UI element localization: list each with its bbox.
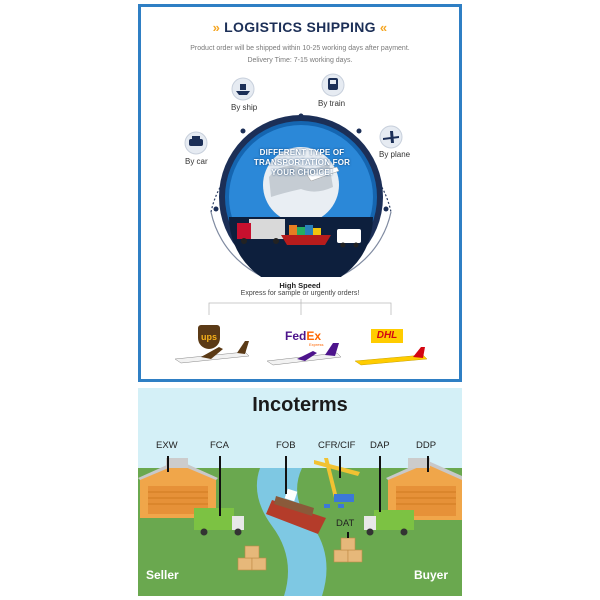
ups-plane-icon bbox=[174, 341, 250, 364]
transport-label-train: By train bbox=[318, 99, 346, 108]
term-cfr-cif: CFR/CIF bbox=[318, 440, 356, 451]
transport-hub-graphic bbox=[184, 73, 403, 277]
chevron-left-icon: « bbox=[379, 20, 388, 35]
seller-label: Seller bbox=[146, 568, 179, 582]
cargo-ship-icon bbox=[266, 488, 326, 534]
logistics-shipping-panel: »LOGISTICS SHIPPING« Product order will … bbox=[138, 4, 462, 382]
dhl-plane-icon bbox=[354, 347, 428, 366]
buyer-truck-icon bbox=[364, 510, 414, 536]
fedex-logo: FedEx bbox=[285, 329, 321, 343]
seller-truck-icon bbox=[194, 508, 244, 536]
term-fca: FCA bbox=[210, 440, 229, 451]
hub-caption: DIFFERENT TYPE OF TRANSPORTATION FOR YOU… bbox=[227, 148, 377, 178]
transport-label-plane: By plane bbox=[379, 150, 411, 159]
port-crane-icon bbox=[314, 458, 360, 508]
logistics-title: »LOGISTICS SHIPPING« bbox=[141, 19, 459, 35]
term-fob: FOB bbox=[276, 440, 296, 451]
buyer-warehouse-icon bbox=[386, 458, 462, 520]
car-icon bbox=[184, 131, 208, 155]
transport-label-ship: By ship bbox=[231, 103, 258, 112]
hub-caption-line1: DIFFERENT TYPE OF bbox=[259, 148, 345, 157]
fedex-logo-fed: Fed bbox=[285, 329, 307, 343]
hub-caption-line3: YOUR CHOICE! bbox=[271, 168, 333, 177]
logistics-title-text: LOGISTICS SHIPPING bbox=[224, 19, 376, 35]
transport-label-car: By car bbox=[185, 157, 208, 166]
high-speed-subtitle: Express for sample or urgently orders! bbox=[240, 290, 360, 297]
term-ddp: DDP bbox=[416, 440, 437, 451]
plane-icon bbox=[379, 125, 403, 149]
fedex-logo-ex: Ex bbox=[306, 329, 322, 343]
incoterms-scene bbox=[138, 456, 462, 596]
term-dap: DAP bbox=[370, 440, 390, 451]
term-dat: DAT bbox=[336, 518, 355, 529]
high-speed-title: High Speed bbox=[279, 281, 321, 290]
shipping-subtitle: Product order will be shipped within 10-… bbox=[141, 43, 459, 67]
incoterms-title: Incoterms bbox=[252, 394, 348, 416]
express-carriers-graphic bbox=[174, 299, 428, 366]
incoterms-panel: Incoterms EXW FCA FOB CFR/CIF DAP DDP DA… bbox=[138, 388, 462, 596]
seller-boxes-icon bbox=[237, 545, 267, 571]
delivery-time-text: Delivery Time: 7-15 working days. bbox=[247, 57, 353, 64]
term-exw: EXW bbox=[156, 440, 178, 451]
seller-warehouse-icon bbox=[138, 458, 218, 518]
shipping-time-text: Product order will be shipped within 10-… bbox=[190, 45, 410, 52]
dhl-logo: DHL bbox=[371, 329, 403, 343]
buyer-boxes-icon bbox=[333, 537, 363, 563]
buyer-label: Buyer bbox=[414, 568, 449, 582]
hub-caption-line2: TRANSPORTATION FOR bbox=[253, 158, 351, 167]
fedex-express-text: Express bbox=[309, 342, 324, 347]
ship-icon bbox=[231, 77, 255, 101]
train-icon bbox=[321, 73, 345, 97]
fedex-plane-icon bbox=[266, 343, 342, 366]
ups-logo: ups bbox=[198, 325, 220, 349]
chevron-right-icon: » bbox=[212, 20, 221, 35]
